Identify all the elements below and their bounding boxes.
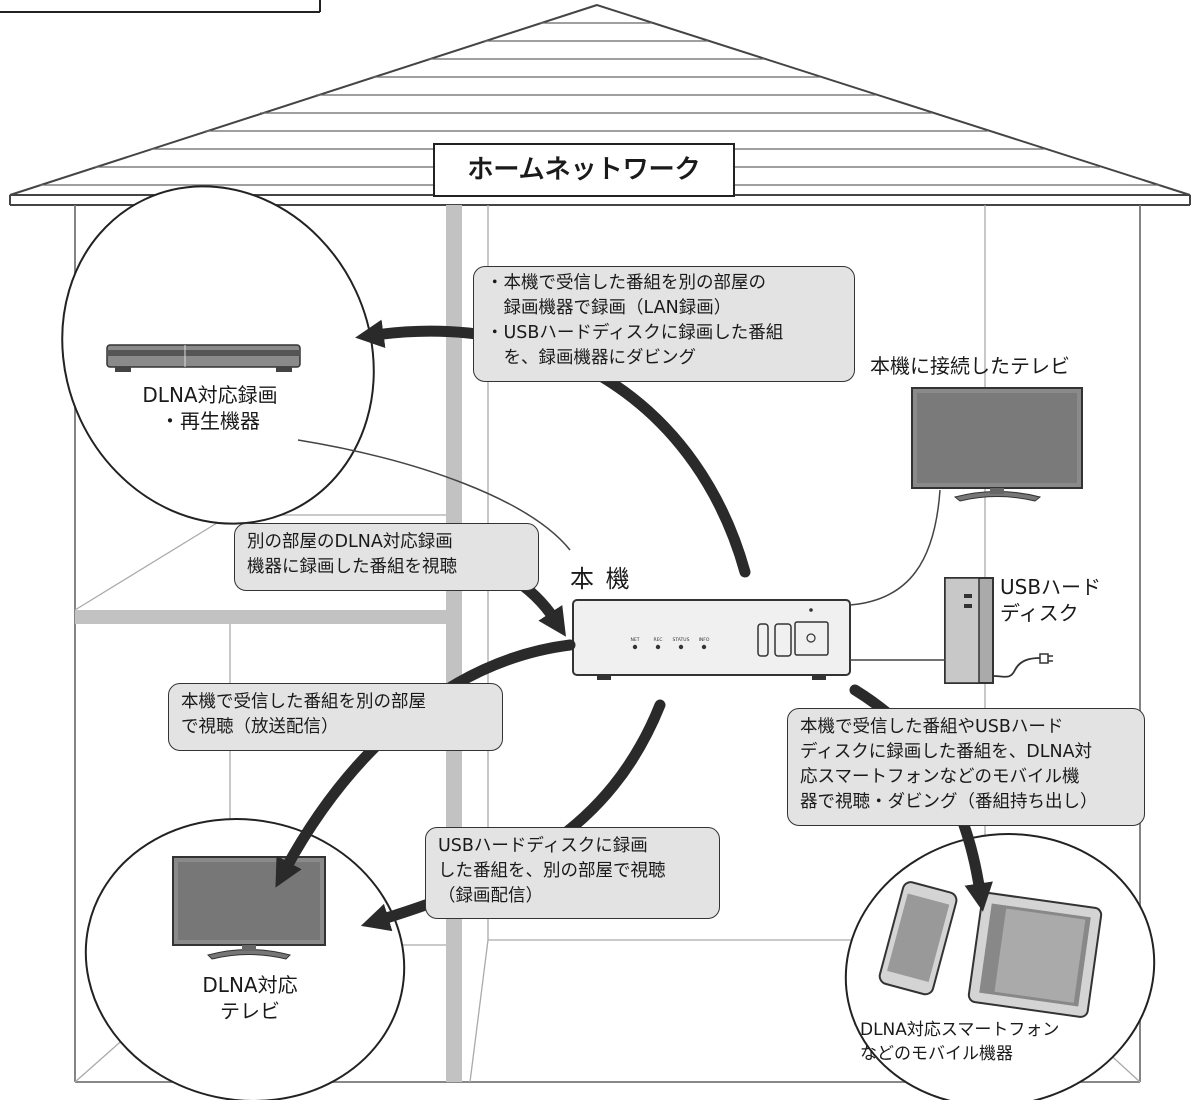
callout-lan-recording-line4: を、録画機器にダビング [486,348,696,368]
arrow-to-recorder [355,319,751,578]
usb-hdd-label: USBハード ディスク [1000,574,1150,626]
dlna-tv-label-line1: DLNA対応 [202,973,298,997]
callout-mobile-dist-line1: 本機で受信した番組やUSBハード [800,717,1064,737]
dlna-tv-icon [172,856,326,960]
callout-mobile-dist-line2: ディスクに録画した番組を、DLNA対 [800,742,1093,762]
callout-mobile-dist-line4: 器で視聴・ダビング（番組持ち出し） [800,792,1098,812]
front-label-net: NET [631,637,640,643]
callout-mobile-dist-line3: 応スマートフォンなどのモバイル機 [800,767,1080,787]
front-label-status: STATUS [673,637,690,643]
callout-broadcast-line1: 本機で受信した番組を別の部屋 [181,692,426,712]
corner-frame [0,0,321,13]
callout-broadcast-line2: で視聴（放送配信） [181,717,339,737]
callout-mobile-distribution: 本機で受信した番組やUSBハード ディスクに録画した番組を、DLNA対 応スマー… [787,708,1145,826]
usb-hdd-label-line2: ディスク [1000,601,1079,625]
callout-record-dist-line3: （録画配信） [438,886,543,906]
callout-view-other-room-line1: 別の部屋のDLNA対応録画 [247,532,453,552]
callout-view-other-room-line2: 機器に録画した番組を視聴 [247,557,457,577]
main-unit-front-labels: NET REC STATUS INFO [631,637,710,643]
connected-tv-label: 本機に接続したテレビ [870,354,1070,378]
callout-record-dist-line1: USBハードディスクに録画 [438,836,648,856]
main-unit-icon [572,599,851,680]
callout-recording-distribution: USBハードディスクに録画 した番組を、別の部屋で視聴 （録画配信） [425,827,720,919]
main-unit-label: 本 機 [570,565,632,593]
recorder-label-line2: ・再生機器 [160,409,260,433]
callout-lan-recording-line1: ・本機で受信した番組を別の部屋の [486,273,766,293]
mobile-label: DLNA対応スマートフォン などのモバイル機器 [860,1018,1140,1066]
recorder-label-line1: DLNA対応録画 [142,383,278,407]
dlna-tv-label: DLNA対応 テレビ [160,972,340,1024]
recorder-icon [106,344,301,372]
usb-hdd-label-line1: USBハード [1000,575,1102,599]
page-title: ホームネットワーク [433,143,735,197]
recorder-label: DLNA対応録画 ・再生機器 [105,382,315,434]
mobile-label-line2: などのモバイル機器 [860,1044,1013,1064]
callout-lan-recording-line3: ・USBハードディスクに録画した番組 [486,323,784,343]
callout-record-dist-line2: した番組を、別の部屋で視聴 [438,861,666,881]
callout-lan-recording-line2: 録画機器で録画（LAN録画） [486,298,732,318]
dlna-tv-label-line2: テレビ [220,999,280,1023]
callout-broadcast-distribution: 本機で受信した番組を別の部屋 で視聴（放送配信） [168,683,503,751]
cables [297,439,945,661]
callout-view-other-room: 別の部屋のDLNA対応録画 機器に録画した番組を視聴 [234,523,539,591]
connected-tv-icon [911,387,1083,502]
front-label-rec: REC [653,637,662,643]
mobile-devices-icon [878,881,1103,1018]
callout-lan-recording: ・本機で受信した番組を別の部屋の 録画機器で録画（LAN録画） ・USBハードデ… [473,266,855,382]
usb-hdd-icon [944,577,1053,684]
mobile-label-line1: DLNA対応スマートフォン [860,1020,1060,1040]
front-label-info: INFO [699,637,710,643]
